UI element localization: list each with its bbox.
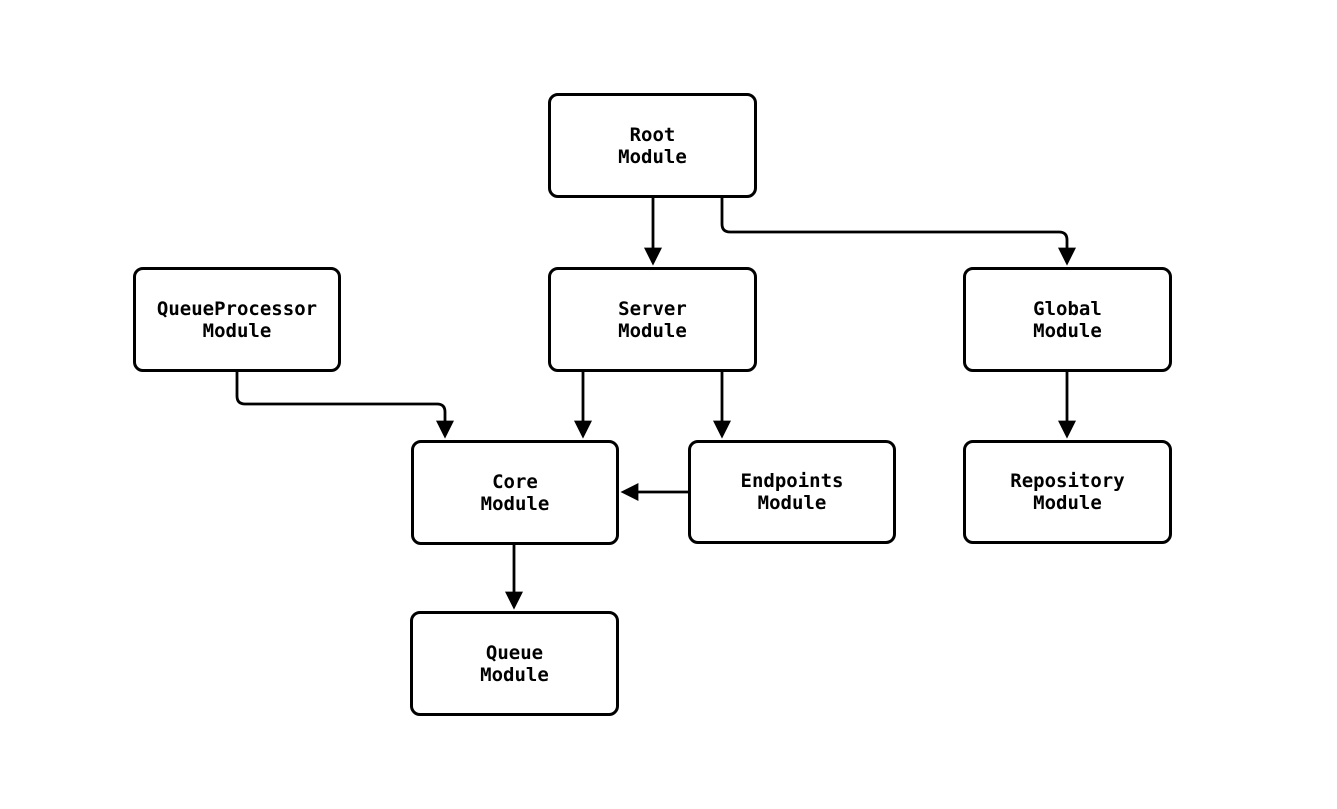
- node-label-line: Queue: [485, 641, 544, 664]
- node-global-module: Global Module: [963, 267, 1172, 372]
- node-repository-module: Repository Module: [963, 440, 1172, 544]
- node-endpoints-module: Endpoints Module: [688, 440, 896, 544]
- node-label-line: Endpoints: [740, 470, 844, 492]
- node-label-line: QueueProcessor: [156, 297, 318, 320]
- node-label-line: Module: [1033, 492, 1102, 514]
- node-label-line: Module: [480, 492, 550, 515]
- node-label-line: Module: [618, 319, 687, 342]
- edge-queueprocessor-to-core: [235, 372, 454, 439]
- node-queue-module: Queue Module: [410, 611, 619, 716]
- node-label-line: Server: [618, 297, 687, 320]
- node-label-line: Core: [492, 470, 538, 493]
- node-queueprocessor-module: QueueProcessor Module: [133, 267, 341, 372]
- node-label-line: Module: [202, 319, 272, 342]
- node-label-line: Module: [618, 145, 687, 168]
- node-label-line: Module: [1033, 319, 1102, 342]
- node-label-line: Root: [629, 123, 676, 146]
- node-label-line: Global: [1033, 297, 1102, 320]
- node-core-module: Core Module: [411, 440, 619, 545]
- node-label-line: Repository: [1010, 470, 1125, 492]
- node-server-module: Server Module: [548, 267, 757, 372]
- node-label-line: Module: [480, 663, 549, 686]
- node-root-module: Root Module: [548, 93, 757, 198]
- node-label-line: Module: [757, 492, 827, 514]
- edge-root-to-global: [720, 198, 1076, 266]
